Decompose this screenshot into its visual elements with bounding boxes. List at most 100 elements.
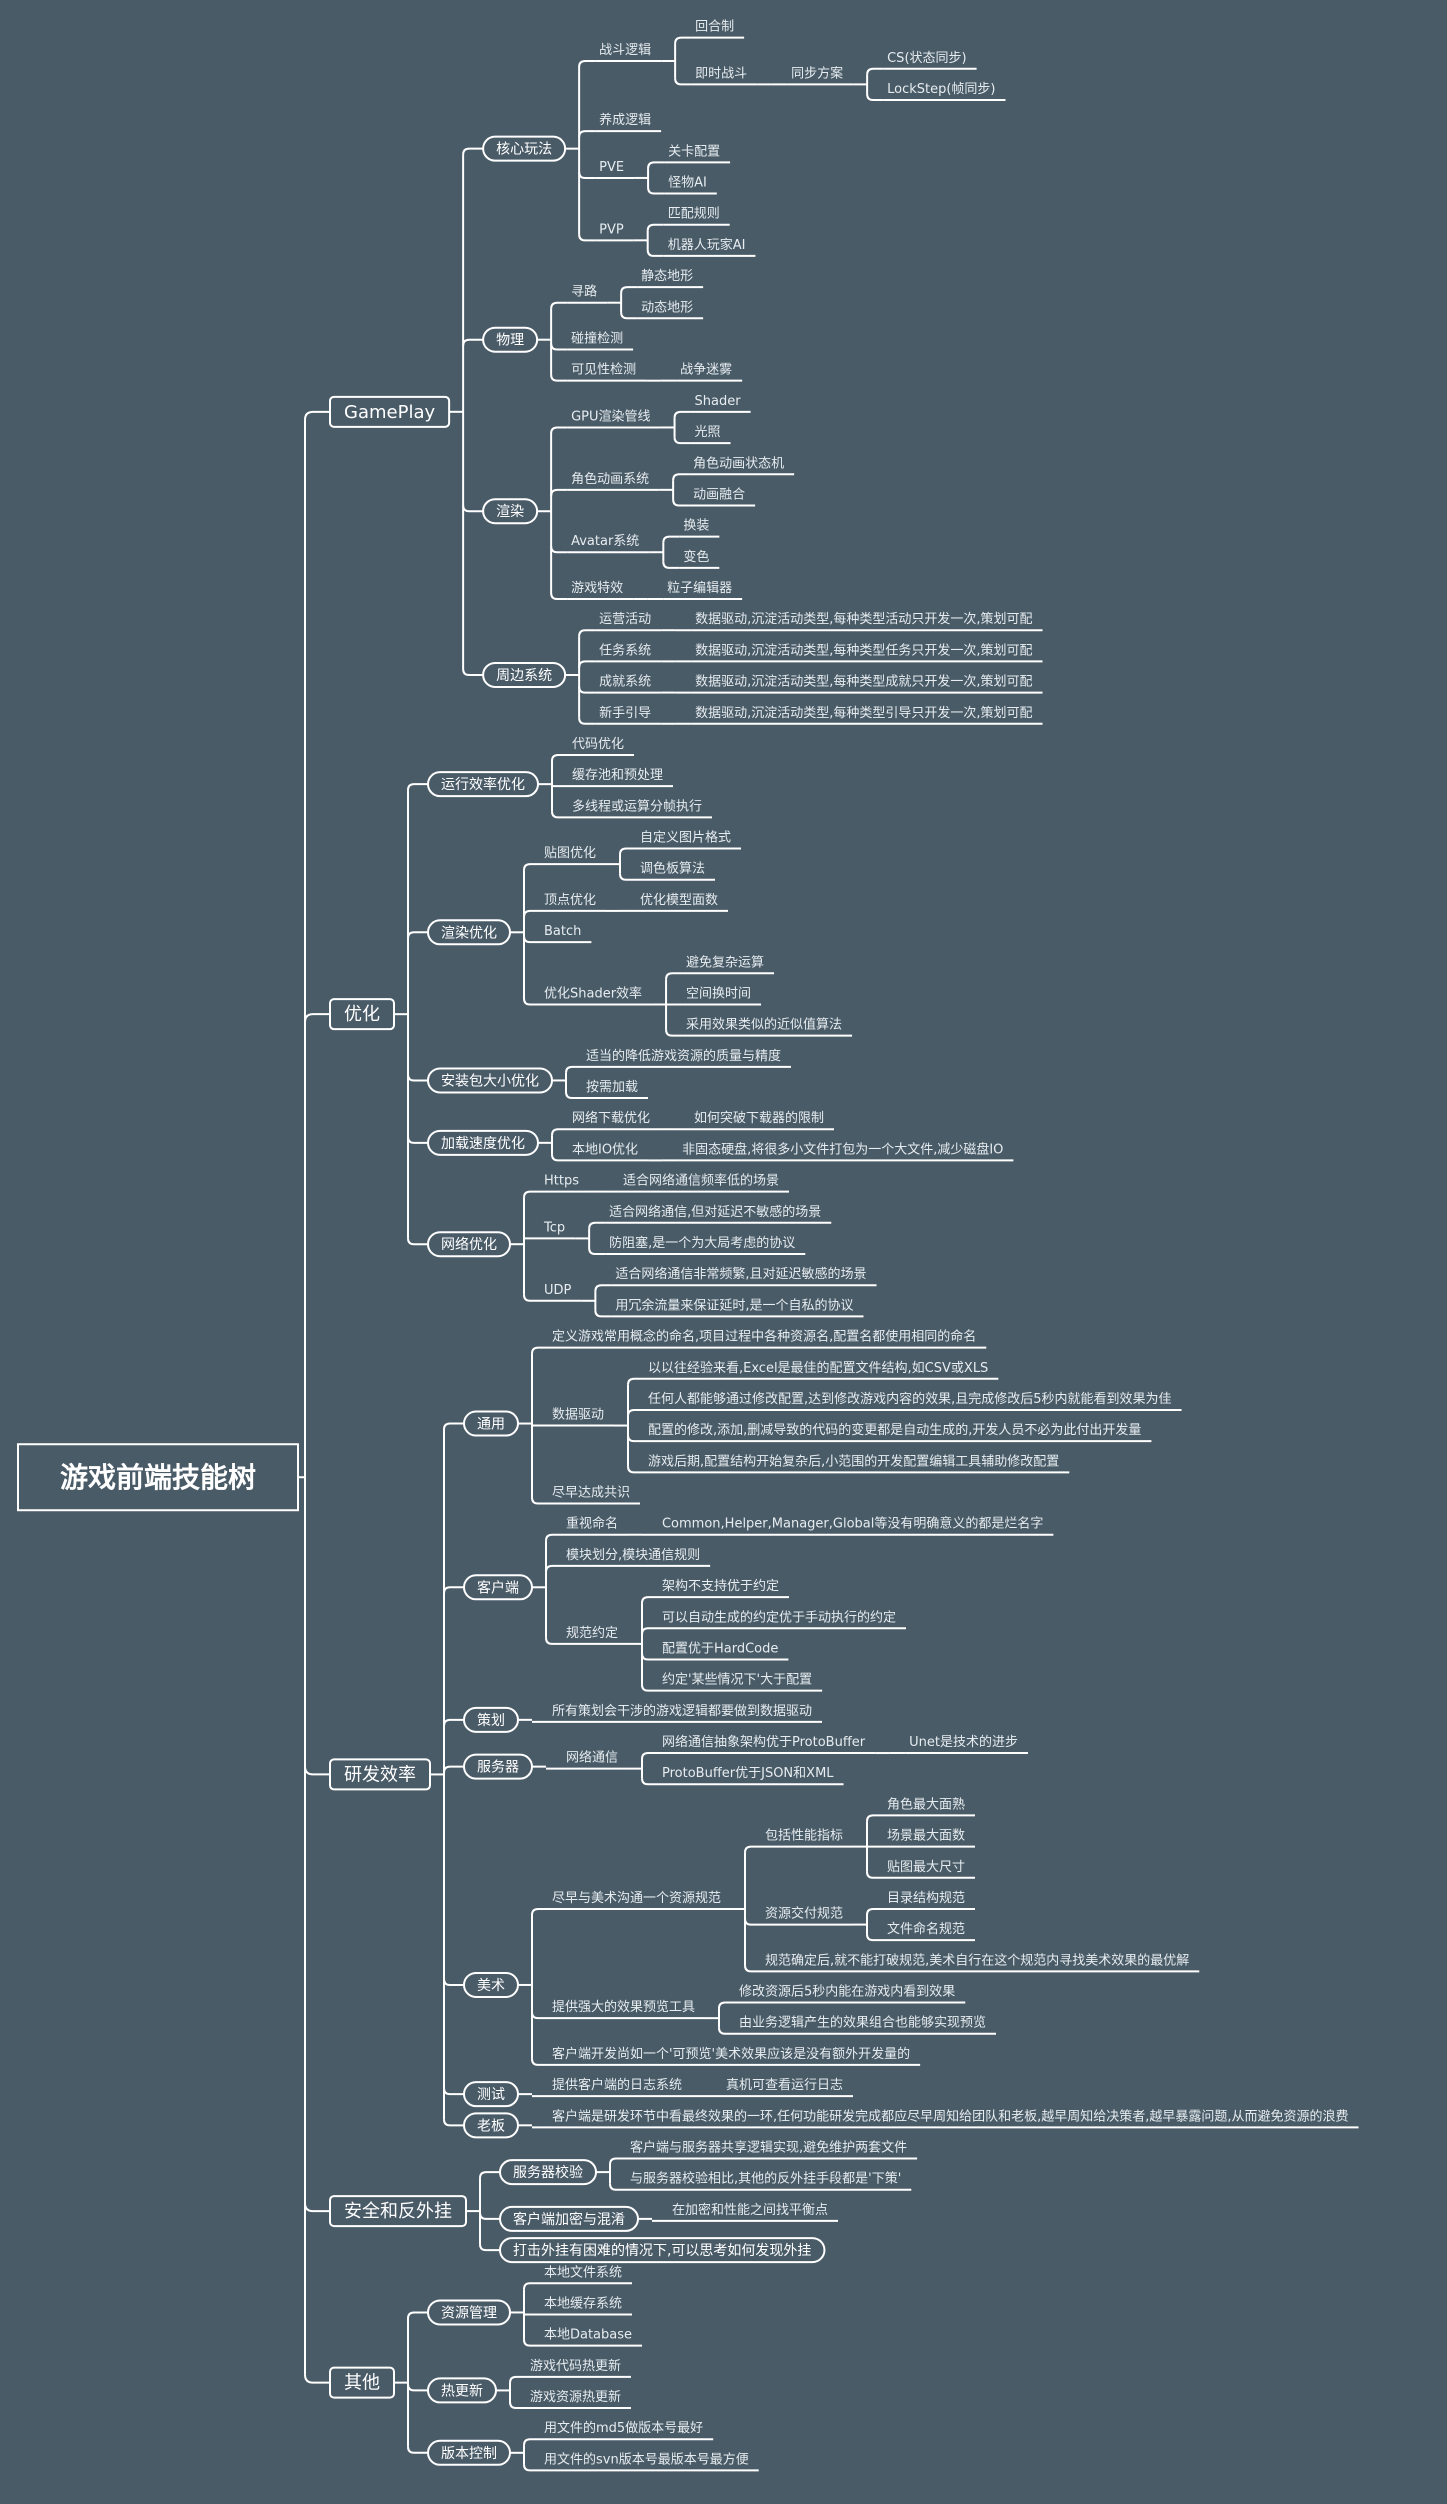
- mind-node: 机器人玩家AI: [663, 237, 756, 257]
- leaf-label: 避免复杂运算: [686, 955, 764, 970]
- mind-node: 适合网络通信非常频繁,且对延迟敏感的场景: [611, 1266, 877, 1287]
- connector: [550, 488, 568, 496]
- mind-node: 顶点优化: [540, 893, 636, 912]
- mind-node: 游戏特效: [567, 581, 664, 601]
- leaf-label: 按需加载: [586, 1080, 638, 1095]
- leaf-label: 适合网络通信频率低的场景: [623, 1173, 779, 1189]
- mind-node: 用文件的md5做版本号最好: [540, 2420, 714, 2441]
- mind-node: 提供客户端的日志系统: [547, 2077, 722, 2098]
- leaf-label: 尽早与美术沟通一个资源规范: [552, 1891, 721, 1906]
- connector: [523, 1294, 540, 1302]
- leaf-label: 代码优化: [572, 737, 624, 752]
- leaf-label: 以以往经验来看,Excel是最佳的配置文件结构,如CSV或XLS: [648, 1360, 988, 1376]
- mind-node: 优化: [329, 783, 428, 1246]
- mind-node: 空间换时间: [682, 986, 762, 1006]
- connector: [640, 1653, 658, 1661]
- mind-node: 本地文件系统: [540, 2265, 632, 2285]
- connector: [407, 2311, 428, 2319]
- mind-node: 规范约定: [561, 1596, 658, 1692]
- leaf-label: 成就系统: [599, 675, 651, 690]
- leaf-label: Batch: [544, 924, 581, 939]
- mind-node: 客户端: [462, 1533, 562, 1645]
- mind-node: 成就系统: [595, 675, 692, 694]
- leaf-label: 优化模型面数: [640, 893, 718, 908]
- connector: [443, 2119, 464, 2127]
- mind-node: CS(状态同步): [883, 51, 977, 70]
- mind-node: GPU渲染管线: [567, 409, 691, 445]
- leaf-label: 如何突破下载器的限制: [694, 1110, 824, 1126]
- mind-node: 变色: [679, 549, 720, 569]
- leaf-label: 粒子编辑器: [667, 581, 732, 596]
- connector: [646, 223, 664, 231]
- connector: [620, 312, 638, 320]
- connector: [304, 1013, 330, 1023]
- mind-node: 所有策划会干涉的游戏逻辑都要做到数据驱动: [547, 1703, 822, 1723]
- level2-pill: [426, 771, 539, 798]
- leaf-label: 适当的降低游戏资源的质量与精度: [586, 1048, 781, 1064]
- leaf-label: 数据驱动,沉淀活动类型,每种类型成就只开发一次,策划可配: [695, 674, 1032, 690]
- mind-node: 游戏代码热更新: [526, 2358, 631, 2378]
- leaf-label: 调色板算法: [640, 861, 705, 877]
- mind-node: 通用: [462, 1346, 548, 1505]
- connector: [530, 1907, 548, 1916]
- mind-node: 本地Database: [540, 2328, 643, 2347]
- mind-node: 客户端加密与混淆: [498, 2205, 668, 2232]
- leaf-label: 规范确定后,就不能打破规范,美术自行在这个规范内寻找美术效果的最优解: [765, 1952, 1189, 1968]
- leaf-label: 碰撞检测: [571, 331, 623, 346]
- leaf-label: CS(状态同步): [887, 51, 966, 66]
- level1-label: GamePlay: [344, 402, 435, 423]
- mind-node: 资源交付规范: [761, 1906, 883, 1942]
- connector: [550, 753, 568, 762]
- leaf-label: 动态地形: [641, 300, 693, 315]
- leaf-label: 提供强大的效果预览工具: [552, 1999, 695, 2015]
- leaf-label: 资源交付规范: [765, 1906, 843, 1922]
- connector: [550, 811, 568, 819]
- mind-node: 渲染优化: [426, 863, 540, 1006]
- leaf-label: 寻路: [571, 284, 597, 300]
- mind-node: 碰撞检测: [567, 331, 634, 351]
- leaf-label: 在加密和性能之间找平衡点: [672, 2202, 828, 2218]
- mind-node: 同步方案: [787, 65, 884, 101]
- connector: [530, 1497, 548, 1505]
- connector: [462, 338, 484, 346]
- connector: [523, 936, 540, 944]
- leaf-label: 用文件的svn版本号最版本号最方便: [544, 2451, 749, 2467]
- level2-label: 核心玩法: [496, 142, 552, 158]
- mind-node: 文件命名规范: [883, 1921, 975, 1942]
- mind-node: 按需加载: [581, 1080, 648, 1100]
- leaf-label: 即时战斗: [695, 66, 747, 81]
- mind-node: 美术: [462, 1907, 548, 2066]
- mind-node: 规范确定后,就不能打破规范,美术自行在这个规范内寻找美术效果的最优解: [761, 1952, 1200, 1973]
- connector: [594, 1284, 612, 1292]
- leaf-label: 提供客户端的日志系统: [552, 2077, 682, 2093]
- connector: [462, 147, 484, 155]
- connector: [640, 1752, 658, 1760]
- mind-node: 资源管理: [426, 2282, 540, 2347]
- connector: [673, 437, 691, 445]
- mind-node: 战斗逻辑: [595, 36, 692, 86]
- mind-node: 数据驱动: [547, 1377, 644, 1474]
- leaf-label: 角色动画系统: [571, 471, 649, 487]
- connector: [523, 1190, 540, 1198]
- level2-label: 物理: [496, 333, 524, 349]
- mind-node: 场景最大面数: [883, 1829, 975, 1848]
- mind-node: 老板: [462, 2112, 548, 2139]
- mind-node: 养成逻辑: [595, 112, 662, 133]
- connector: [673, 410, 691, 418]
- mind-node: 运行效率优化: [426, 753, 568, 819]
- mind-node: 游戏资源热更新: [526, 2389, 631, 2410]
- connector: [672, 473, 690, 481]
- connector: [407, 931, 428, 939]
- mind-node: 策划: [462, 1706, 548, 1733]
- mind-node: 动画融合: [689, 487, 756, 507]
- connector: [550, 374, 568, 382]
- level2-label: 安装包大小优化: [441, 1073, 539, 1089]
- connector: [578, 234, 596, 242]
- mind-node: 网络下载优化: [567, 1110, 690, 1131]
- mind-node: 角色动画系统: [567, 471, 690, 507]
- mind-node: Batch: [540, 924, 592, 944]
- mind-node: 新手引导: [595, 705, 692, 725]
- mind-node: 安全和反外挂: [329, 2171, 500, 2252]
- mind-node: 网络通信抽象架构优于ProtoBuffer: [657, 1734, 906, 1755]
- connector: [744, 1845, 761, 1853]
